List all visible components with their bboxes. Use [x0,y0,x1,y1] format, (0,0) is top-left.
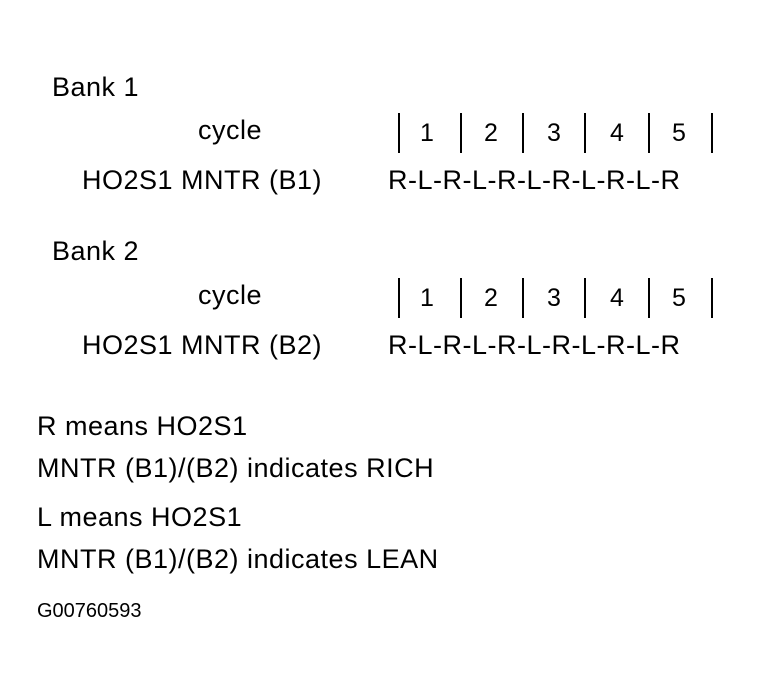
cycle-divider [460,113,462,153]
cycle-divider [522,113,524,153]
bank2-monitor-label: HO2S1 MNTR (B2) [82,330,323,360]
legend-rich-line2: MNTR (B1)/(B2) indicates RICH [37,453,435,483]
cycle-number: 3 [547,119,561,147]
cycle-number: 3 [547,284,561,312]
bank2-cycle-scale: 1 2 3 4 5 [398,278,718,322]
bank1-monitor-label: HO2S1 MNTR (B1) [82,165,323,195]
bank2-title: Bank 2 [52,236,140,266]
cycle-number: 5 [672,119,686,147]
figure-id: G00760593 [37,600,142,622]
legend-lean-line2: MNTR (B1)/(B2) indicates LEAN [37,544,439,574]
cycle-number: 2 [484,284,498,312]
cycle-number: 1 [420,119,434,147]
cycle-divider [460,278,462,318]
legend-lean-line1: L means HO2S1 [37,502,243,532]
legend-rich-line1: R means HO2S1 [37,411,248,441]
bank2-cycle-label: cycle [198,280,263,310]
cycle-divider [711,278,713,318]
bank2-sequence: R-L-R-L-R-L-R-L-R-L-R [388,330,681,360]
cycle-divider [398,113,400,153]
cycle-divider [584,113,586,153]
cycle-divider [711,113,713,153]
cycle-divider [398,278,400,318]
cycle-number: 2 [484,119,498,147]
bank1-title: Bank 1 [52,72,140,102]
cycle-divider [522,278,524,318]
cycle-number: 1 [420,284,434,312]
cycle-number: 4 [610,119,624,147]
cycle-divider [648,113,650,153]
bank1-sequence: R-L-R-L-R-L-R-L-R-L-R [388,165,681,195]
cycle-number: 4 [610,284,624,312]
bank1-cycle-scale: 1 2 3 4 5 [398,113,718,157]
bank1-cycle-label: cycle [198,115,263,145]
cycle-number: 5 [672,284,686,312]
cycle-divider [648,278,650,318]
cycle-divider [584,278,586,318]
